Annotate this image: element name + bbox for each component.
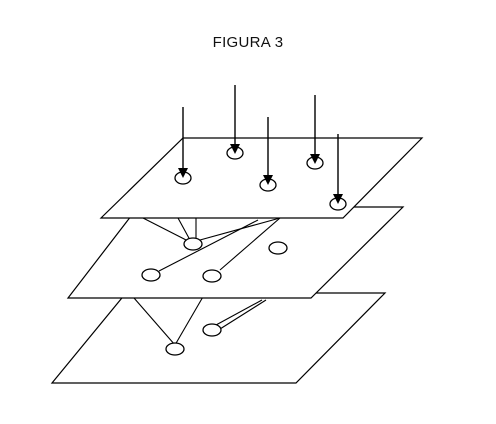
middle-node <box>183 237 203 251</box>
middle-node <box>268 241 288 255</box>
link-top-to-middle <box>177 217 191 241</box>
link-middle-internal <box>158 219 259 272</box>
input-arrow <box>310 95 320 164</box>
figure-title: FIGURA 3 <box>212 34 284 51</box>
middle-node <box>141 268 161 282</box>
link-mid-to-bottom <box>133 297 176 346</box>
link-mid-to-bottom <box>215 299 263 326</box>
link-top-to-middle <box>219 217 281 271</box>
input-arrow <box>230 85 240 154</box>
input-arrow <box>178 107 188 178</box>
link-top-to-middle <box>142 217 193 244</box>
bottom-node <box>165 342 185 356</box>
bottom-node <box>202 323 222 337</box>
middle-node <box>202 269 222 283</box>
link-mid-to-bottom <box>219 299 267 330</box>
input-arrow <box>333 134 343 204</box>
top-plane <box>99 137 424 219</box>
bottom-plane <box>50 292 387 384</box>
middle-plane <box>66 206 405 299</box>
input-arrow <box>263 117 273 185</box>
